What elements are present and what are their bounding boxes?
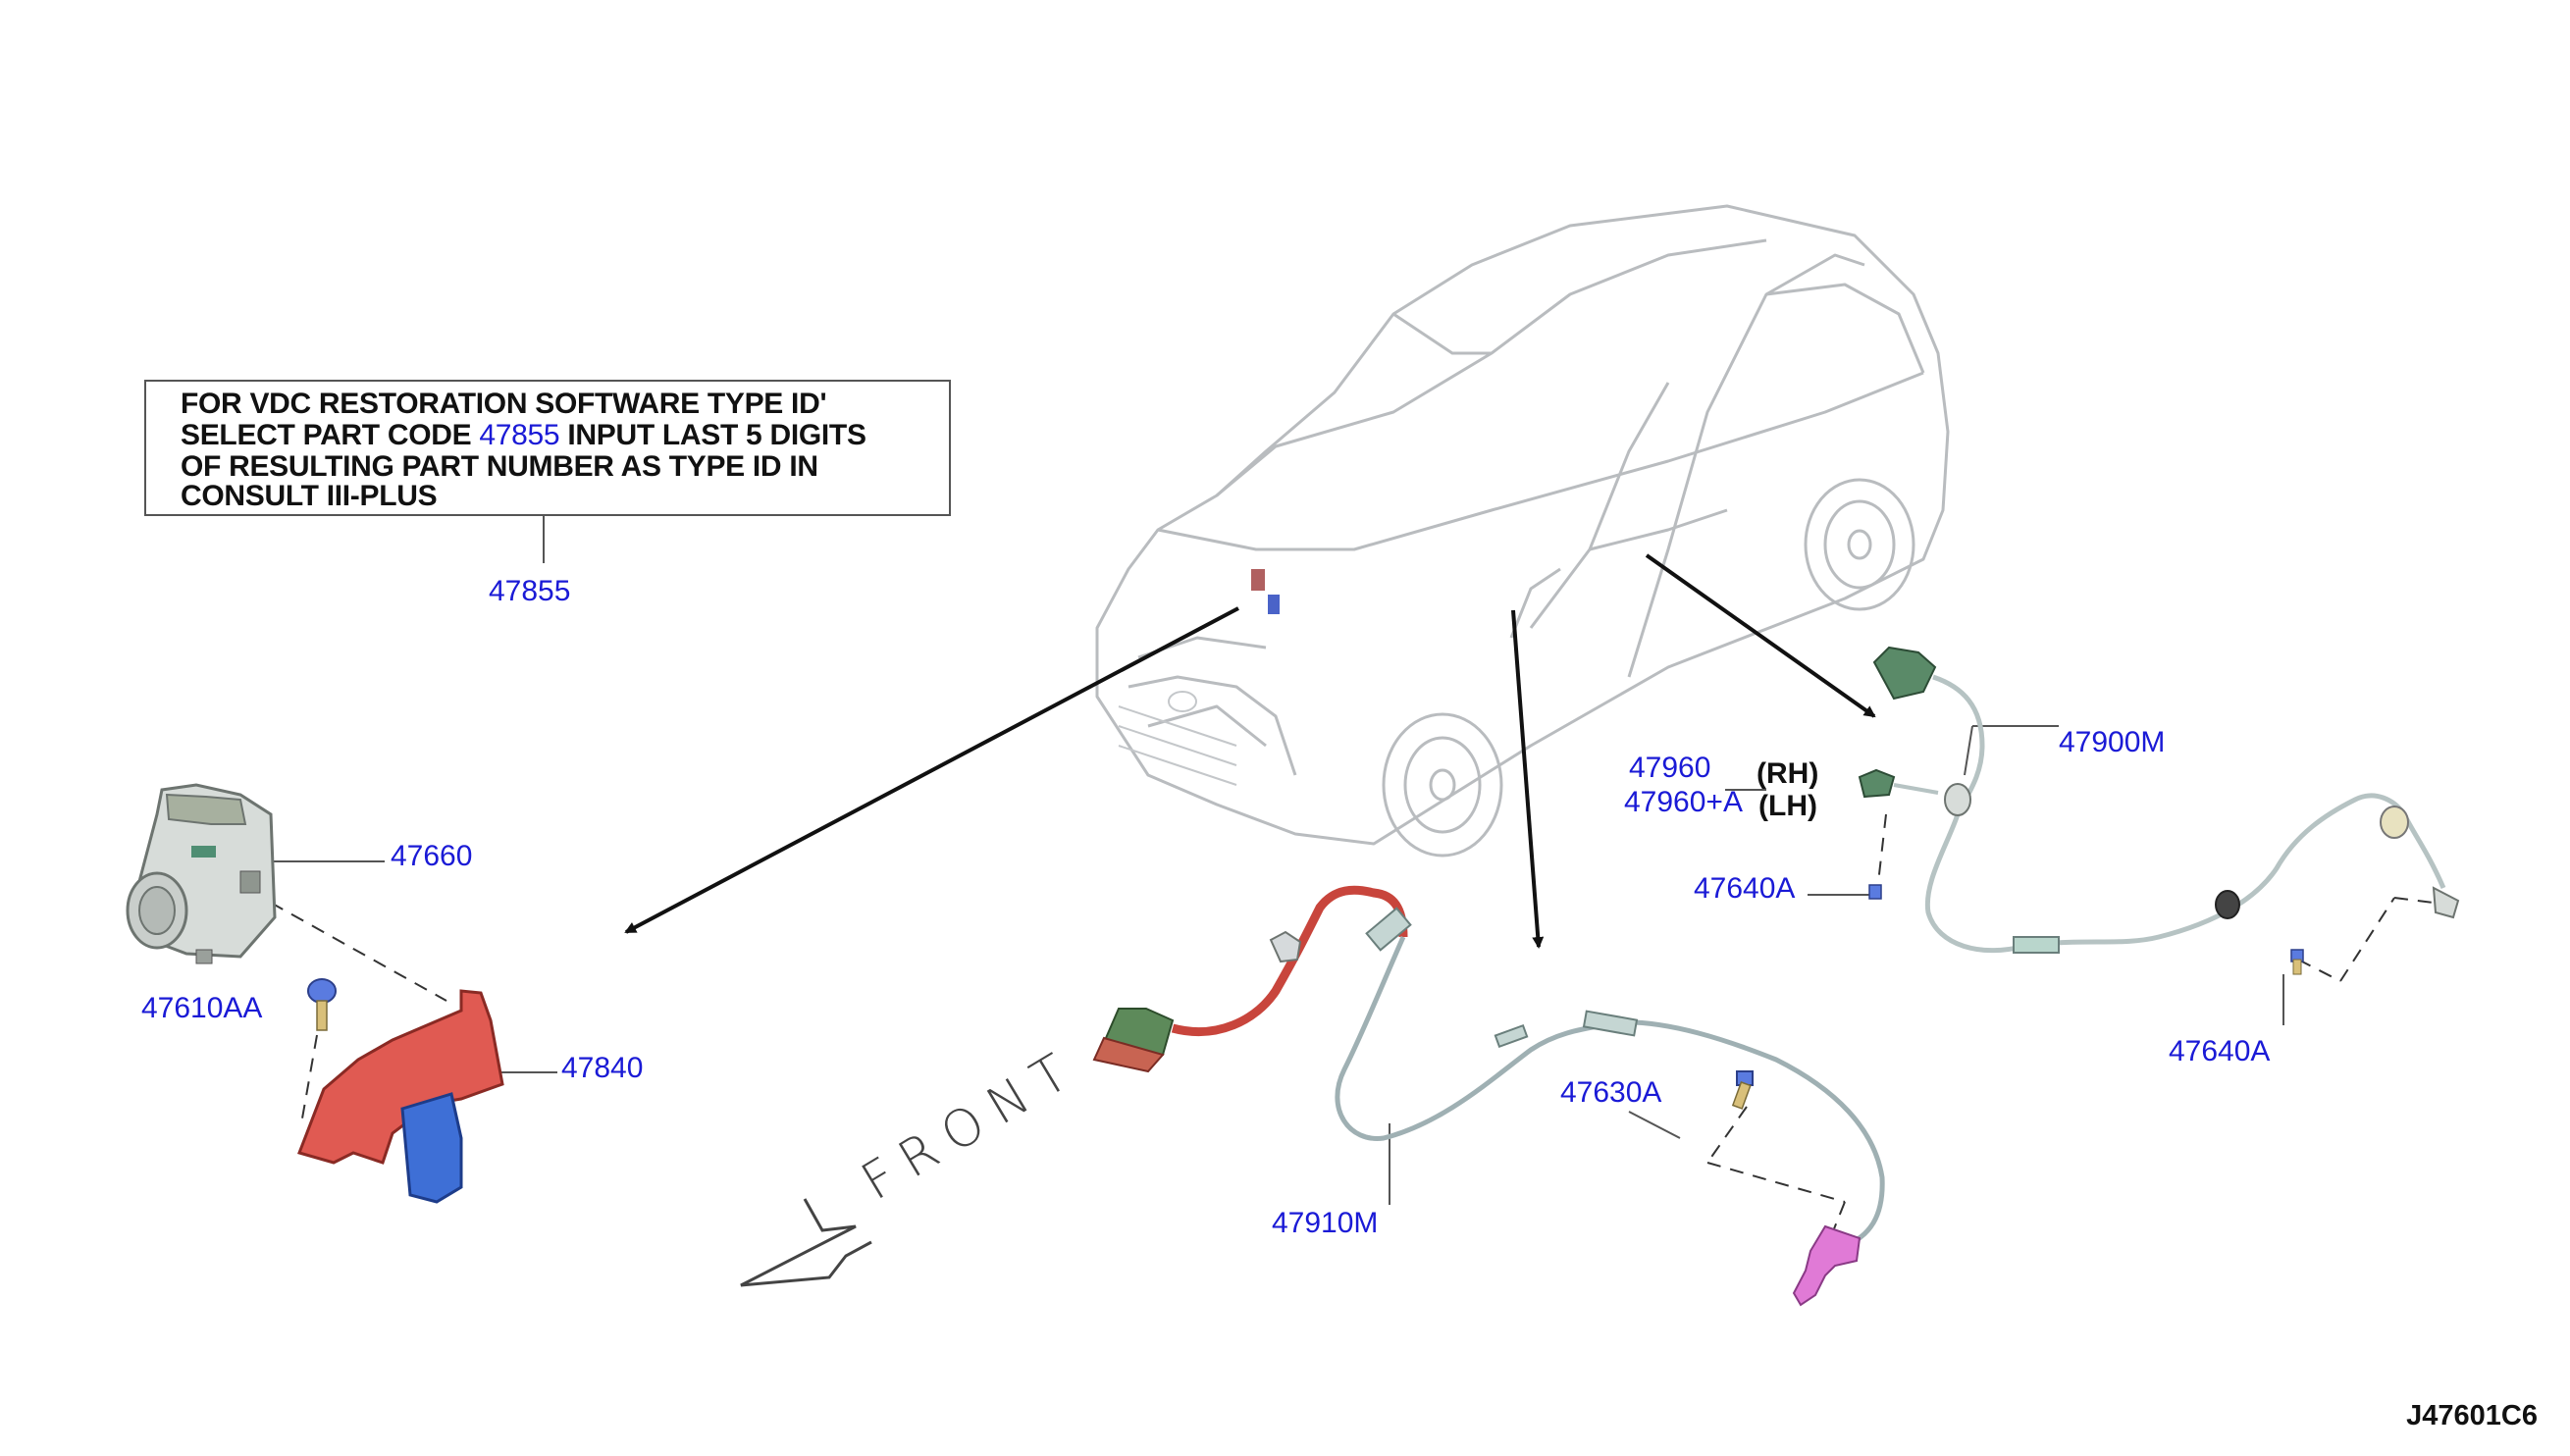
wheel-sensor-cable-47900m [1858,646,2460,954]
label-47610aa: 47610AA [141,992,263,1024]
label-rh: (RH) [1757,757,1819,790]
label-47640a-lower: 47640A [2169,1035,2271,1067]
wheel-speed-sensor-front [1792,1224,1862,1307]
abs-unit-location-marker [1251,569,1280,614]
note-line-2-start: SELECT PART CODE [181,419,480,451]
wheel-sensor-harness-front [1092,885,1408,1073]
pointer-arrows [624,553,1876,949]
label-47960-a: 47960+A [1624,786,1743,818]
note-part-code: 47855 [479,419,560,451]
bolt-47630a [1731,1070,1754,1110]
label-47640a-upper: 47640A [1694,872,1796,905]
label-47960: 47960 [1629,752,1711,784]
note-line-2-end: INPUT LAST 5 DIGITS [559,419,866,451]
vdc-software-note: FOR VDC RESTORATION SOFTWARE TYPE ID' SE… [144,380,951,516]
leader-lines [271,516,2284,1205]
note-line-2: SELECT PART CODE 47855 INPUT LAST 5 DIGI… [181,421,866,450]
front-grille [1118,691,1237,786]
label-47630a: 47630A [1560,1076,1662,1109]
wheel-sensor-cable-47910m [1335,907,1885,1249]
note-line-1: FOR VDC RESTORATION SOFTWARE TYPE ID' [181,388,827,420]
label-lh: (LH) [1758,790,1817,822]
front-wheel [1382,712,1503,858]
dashed-assembly-lines [270,813,2435,1252]
abs-actuator-unit [126,783,277,964]
bolt-47640a-upper [1868,884,1882,900]
label-47910m: 47910M [1272,1207,1379,1239]
bolt-47610aa [307,978,337,1031]
label-47855: 47855 [489,575,571,607]
diagram-reference-code: J47601C6 [2406,1400,2538,1431]
front-direction-arrow-icon [740,1198,872,1287]
bolt-47640a-lower [2290,949,2304,975]
vehicle-outline [1095,204,1950,846]
note-line-3: OF RESULTING PART NUMBER AS TYPE ID IN [181,450,818,483]
note-line-4: CONSULT III-PLUS [181,480,438,512]
rear-wheel [1804,478,1915,611]
label-47660: 47660 [391,840,473,872]
bracket-47840 [297,989,504,1204]
label-47900m: 47900M [2059,726,2166,758]
label-47840: 47840 [561,1052,644,1084]
